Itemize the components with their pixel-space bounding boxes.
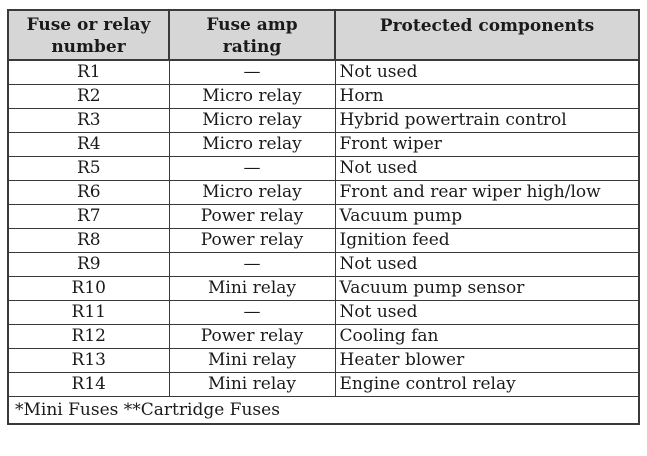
fuse-number-cell: R5 <box>7 156 170 181</box>
protected-component-cell: Not used <box>334 59 640 85</box>
amp-rating-cell: Power relay <box>168 324 336 349</box>
header-fuse-relay-number: Fuse or relay number <box>7 9 170 61</box>
amp-rating-cell: — <box>168 300 336 325</box>
protected-component-cell: Not used <box>334 156 640 181</box>
amp-rating-cell: — <box>168 59 336 85</box>
table-footer: *Mini Fuses **Cartridge Fuses <box>7 396 640 425</box>
header-row: Fuse or relay number Fuse amp rating Pro… <box>7 9 640 61</box>
amp-rating-cell: Micro relay <box>168 84 336 109</box>
fuse-number-cell: R2 <box>7 84 170 109</box>
protected-component-cell: Vacuum pump sensor <box>334 276 640 301</box>
header-protected-components: Protected components <box>334 9 640 61</box>
fuse-number-cell: R6 <box>7 180 170 205</box>
header-fuse-amp-rating: Fuse amp rating <box>168 9 336 61</box>
protected-component-cell: Front wiper <box>334 132 640 157</box>
protected-component-cell: Vacuum pump <box>334 204 640 229</box>
footnote: *Mini Fuses **Cartridge Fuses <box>7 396 640 425</box>
fuse-number-cell: R11 <box>7 300 170 325</box>
header-number-line1: Fuse or relay <box>26 15 151 35</box>
table-row: R9—Not used <box>7 252 640 277</box>
amp-rating-cell: — <box>168 252 336 277</box>
fuse-number-cell: R7 <box>7 204 170 229</box>
fuse-number-cell: R12 <box>7 324 170 349</box>
header-number-line2: number <box>51 37 126 57</box>
table-header: Fuse or relay number Fuse amp rating Pro… <box>7 9 640 61</box>
fuse-relay-table: Fuse or relay number Fuse amp rating Pro… <box>7 9 640 425</box>
fuse-number-cell: R4 <box>7 132 170 157</box>
amp-rating-cell: Power relay <box>168 204 336 229</box>
table-row: R11—Not used <box>7 300 640 325</box>
protected-component-cell: Not used <box>334 252 640 277</box>
protected-component-cell: Horn <box>334 84 640 109</box>
amp-rating-cell: Power relay <box>168 228 336 253</box>
amp-rating-cell: Mini relay <box>168 348 336 373</box>
amp-rating-cell: Micro relay <box>168 108 336 133</box>
protected-component-cell: Cooling fan <box>334 324 640 349</box>
footnote-row: *Mini Fuses **Cartridge Fuses <box>7 396 640 425</box>
header-rating-line2: rating <box>222 37 282 57</box>
fuse-number-cell: R14 <box>7 372 170 397</box>
amp-rating-cell: Micro relay <box>168 180 336 205</box>
fuse-number-cell: R3 <box>7 108 170 133</box>
fuse-number-cell: R8 <box>7 228 170 253</box>
protected-component-cell: Not used <box>334 300 640 325</box>
amp-rating-cell: — <box>168 156 336 181</box>
protected-component-cell: Ignition feed <box>334 228 640 253</box>
protected-component-cell: Hybrid powertrain control <box>334 108 640 133</box>
protected-component-cell: Front and rear wiper high/low <box>334 180 640 205</box>
fuse-number-cell: R13 <box>7 348 170 373</box>
table-row: R5—Not used <box>7 156 640 181</box>
protected-component-cell: Heater blower <box>334 348 640 373</box>
fuse-number-cell: R9 <box>7 252 170 277</box>
header-components-label: Protected components <box>379 16 595 36</box>
table-row: R1—Not used <box>7 59 640 85</box>
amp-rating-cell: Mini relay <box>168 276 336 301</box>
amp-rating-cell: Mini relay <box>168 372 336 397</box>
fuse-number-cell: R10 <box>7 276 170 301</box>
header-rating-line1: Fuse amp <box>206 15 298 35</box>
amp-rating-cell: Micro relay <box>168 132 336 157</box>
fuse-number-cell: R1 <box>7 59 170 85</box>
protected-component-cell: Engine control relay <box>334 372 640 397</box>
